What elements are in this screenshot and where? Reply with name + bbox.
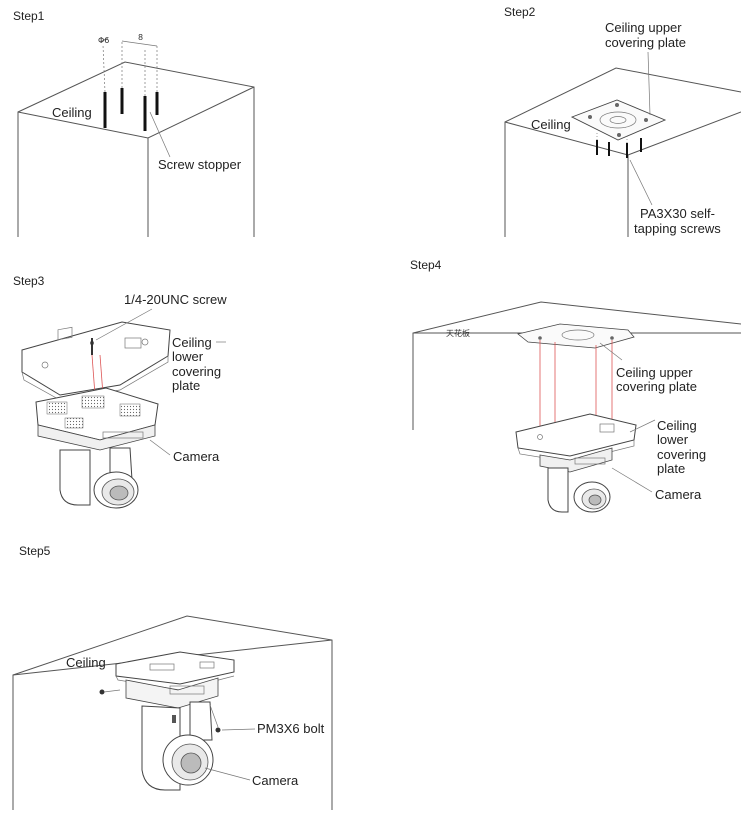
step4-title: Step4 [410,258,442,272]
step3-title: Step3 [13,274,45,288]
step3-unc-screw-label: 1/4-20UNC screw [124,292,227,307]
step3-lower-plate-label-1: Ceiling [172,335,212,350]
step2-self-tapping-screws [596,133,642,158]
step3-lower-plate-label-3: covering [172,364,221,379]
step4-camera-label: Camera [655,487,702,502]
step4-camera-with-plate [515,413,637,513]
step1-dim-spacing: 8 [138,33,143,42]
step4-panel: Step4 天花板 Ceiling upper [410,258,741,513]
step4-upper-plate [517,323,635,349]
step2-title: Step2 [504,5,536,19]
step5-bolts [99,689,221,733]
step1-screw-stopper-label: Screw stopper [158,157,242,172]
step4-lower-plate-label-3: covering [657,447,706,462]
step3-alignment-line [91,354,96,396]
step1-screw-stoppers [99,37,159,131]
step5-title: Step5 [19,544,51,558]
step3-panel: Step3 1/4-20U [13,274,227,509]
step1-ceiling-box [17,61,255,237]
step2-ceiling-label: Ceiling [531,117,571,132]
step4-lower-plate-label-2: lower [657,432,689,447]
step4-upper-plate-label-1: Ceiling upper [616,365,693,380]
step3-lower-plate [21,321,171,401]
step5-camera-label: Camera [252,773,299,788]
step4-upper-plate-label-2: covering plate [616,379,697,394]
step5-camera-mounted [115,651,235,791]
step3-lower-plate-label-4: plate [172,378,200,393]
step2-panel: Step2 Ceiling Ceiling upper covering pla… [504,5,741,237]
step2-screws-label-2: tapping screws [634,221,721,236]
step5-panel: Step5 Ceiling PM3X6 bolt [12,544,333,810]
step2-upper-plate-label-1: Ceiling upper [605,20,682,35]
step2-upper-plate-label-2: covering plate [605,35,686,50]
step5-bolt-label: PM3X6 bolt [257,721,325,736]
step3-lower-plate-label-2: lower [172,349,204,364]
step5-ceiling-label: Ceiling [66,655,106,670]
step1-title: Step1 [13,9,45,23]
step4-lower-plate-label-1: Ceiling [657,418,697,433]
step3-camera-label: Camera [173,449,220,464]
step2-screws-label-1: PA3X30 self- [640,206,715,221]
step3-camera [35,387,159,509]
step4-lower-plate-label-4: plate [657,461,685,476]
step2-upper-plate [570,99,667,141]
step1-dim-diameter: Φ6 [98,36,109,45]
step1-panel: Step1 Φ6 8 Ceiling Screw stopper [13,9,255,237]
step4-chinese-ceiling-label: 天花板 [446,328,470,338]
step1-ceiling-label: Ceiling [52,105,92,120]
